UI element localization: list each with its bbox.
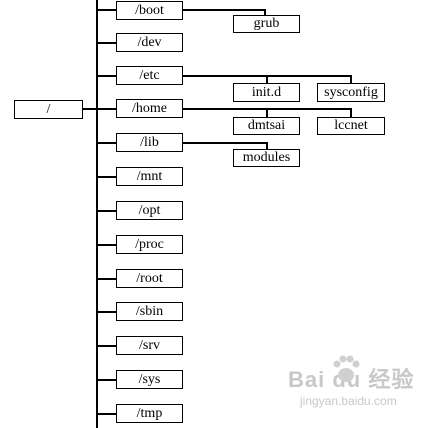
branch-line-home	[96, 108, 116, 110]
branch-line-root	[96, 278, 116, 280]
connector-boot-grub-v	[264, 9, 266, 16]
connector-home-lccnet-v	[350, 108, 352, 118]
directory-label-tmp: /tmp	[136, 405, 163, 421]
subdirectory-node-dmtsai: dmtsai	[233, 117, 300, 135]
connector-etc-sysconfig-v	[350, 75, 352, 84]
watermark-url: jingyan.baidu.com	[300, 394, 397, 408]
subdirectory-node-modules: modules	[233, 149, 300, 167]
directory-node-mnt: /mnt	[116, 167, 183, 186]
branch-line-lib	[96, 142, 116, 144]
directory-node-opt: /opt	[116, 201, 183, 220]
directory-label-mnt: /mnt	[136, 168, 163, 184]
subdirectory-label-grub: grub	[253, 16, 280, 31]
directory-node-dev: /dev	[116, 33, 183, 52]
directory-label-boot: /boot	[135, 2, 164, 18]
directory-label-etc: /etc	[139, 67, 160, 83]
directory-label-home: /home	[132, 100, 167, 116]
subdirectory-label-sysconfig: sysconfig	[324, 84, 378, 100]
directory-node-boot: /boot	[116, 1, 183, 20]
root-directory-label: /	[46, 101, 51, 117]
branch-line-opt	[96, 210, 116, 212]
directory-node-home: /home	[116, 99, 183, 118]
directory-node-proc: /proc	[116, 235, 183, 254]
subdirectory-node-lccnet: lccnet	[317, 117, 385, 135]
directory-node-tmp: /tmp	[116, 404, 183, 423]
subdirectory-label-initd: init.d	[251, 84, 282, 100]
paw-icon	[333, 355, 360, 382]
connector-boot-grub-h	[183, 9, 265, 11]
directory-node-lib: /lib	[116, 133, 183, 152]
connector-home-dmtsai-v	[266, 108, 268, 118]
branch-line-srv	[96, 345, 116, 347]
branch-line-boot	[96, 9, 116, 11]
directory-node-sbin: /sbin	[116, 302, 183, 321]
subdirectory-label-dmtsai: dmtsai	[247, 118, 286, 133]
directory-node-root: /root	[116, 269, 183, 288]
directory-node-srv: /srv	[116, 336, 183, 355]
root-connector-line	[83, 108, 97, 110]
branch-line-etc	[96, 75, 116, 77]
branch-line-sys	[96, 379, 116, 381]
directory-label-lib: /lib	[140, 134, 159, 150]
connector-lib-modules-h	[183, 142, 267, 144]
branch-line-tmp	[96, 413, 116, 415]
directory-node-etc: /etc	[116, 66, 183, 85]
subdirectory-label-modules: modules	[242, 150, 291, 165]
subdirectory-node-sysconfig: sysconfig	[317, 83, 385, 102]
connector-lib-modules-v	[266, 142, 268, 150]
directory-node-sys: /sys	[116, 370, 183, 389]
directory-label-root: /root	[136, 270, 163, 286]
directory-label-sys: /sys	[138, 371, 161, 387]
subdirectory-node-grub: grub	[233, 15, 300, 33]
branch-line-proc	[96, 244, 116, 246]
directory-label-proc: /proc	[135, 236, 164, 252]
subdirectory-node-initd: init.d	[233, 83, 300, 102]
branch-line-dev	[96, 42, 116, 44]
branch-line-mnt	[96, 176, 116, 178]
subdirectory-label-lccnet: lccnet	[334, 118, 368, 133]
root-directory-node: /	[14, 100, 83, 119]
branch-line-sbin	[96, 311, 116, 313]
directory-label-srv: /srv	[139, 337, 160, 353]
directory-label-sbin: /sbin	[135, 303, 164, 319]
connector-etc-initd-v	[266, 75, 268, 84]
directory-label-dev: /dev	[137, 34, 162, 50]
directory-label-opt: /opt	[138, 202, 161, 218]
trunk-line	[96, 0, 98, 428]
